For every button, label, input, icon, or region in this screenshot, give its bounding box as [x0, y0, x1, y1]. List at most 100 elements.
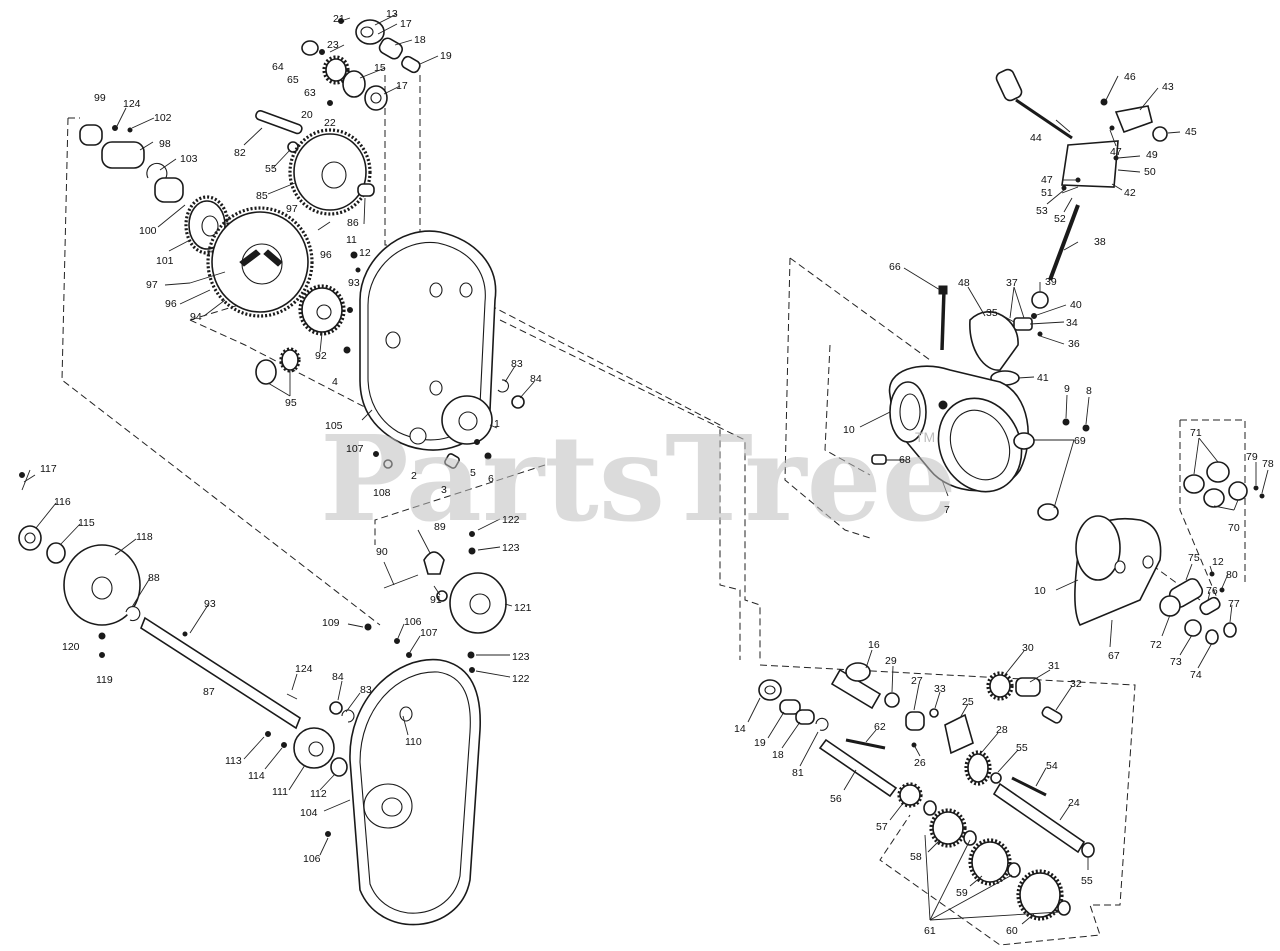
callout-124: 124	[295, 663, 313, 675]
callout-104: 104	[300, 807, 318, 819]
part-62-key	[845, 738, 886, 750]
callout-40: 40	[1070, 299, 1082, 311]
right-shift-lever-assembly	[995, 68, 1168, 337]
callout-62: 62	[874, 721, 886, 733]
part-80-pin	[1219, 587, 1225, 593]
callout-105: 105	[325, 420, 343, 432]
right-gearbox-housing-assembly	[871, 285, 1162, 627]
part-77-washer	[1223, 622, 1237, 638]
part-43-bracket	[1114, 105, 1153, 134]
callout-75: 75	[1188, 552, 1200, 564]
part-107-screw	[373, 451, 379, 457]
callout-121: 121	[514, 602, 532, 614]
callout-103: 103	[180, 153, 198, 165]
callout-119: 119	[96, 674, 113, 686]
callout-54: 54	[1046, 760, 1058, 772]
part-15-gear	[342, 70, 366, 98]
callout-49: 49	[1146, 149, 1158, 161]
part-56-shaft	[818, 738, 898, 798]
part-16-shift-fork	[830, 668, 882, 710]
callout-91: 91	[430, 594, 442, 606]
callout-107: 107	[346, 443, 364, 455]
callout-84: 84	[530, 373, 542, 385]
part-112-washer	[330, 757, 348, 777]
callout-24: 24	[1068, 797, 1080, 809]
part-102-pin	[127, 127, 133, 133]
callout-25: 25	[962, 696, 974, 708]
callout-100: 100	[139, 225, 157, 237]
watermark-text: PartsTree	[320, 409, 957, 548]
part-33-pin	[929, 708, 939, 718]
callout-22: 22	[324, 117, 336, 129]
callout-57: 57	[876, 821, 888, 833]
part-69-washer	[1013, 432, 1035, 450]
part-108-nut	[383, 459, 393, 469]
part-96-pin	[189, 271, 226, 284]
callout-11: 11	[346, 234, 357, 246]
part-114-washer	[281, 742, 287, 748]
callout-20: 20	[301, 109, 313, 121]
part-82-shaft	[255, 110, 303, 135]
callout-4: 4	[332, 376, 338, 388]
callout-108: 108	[373, 487, 391, 499]
part-72-bushing	[1159, 595, 1181, 617]
part-89-bracket	[423, 551, 445, 575]
part-27-bushing	[905, 711, 925, 731]
part-19-bushing	[779, 699, 801, 715]
part-84-lower-nut	[329, 701, 343, 715]
callout-96: 96	[165, 298, 177, 310]
part-66-dipstick	[940, 289, 946, 351]
part-35-bracket	[1013, 317, 1033, 331]
callout-32: 32	[1070, 678, 1082, 690]
callout-48: 48	[958, 277, 970, 289]
callout-30: 30	[1022, 642, 1034, 654]
callout-70: 70	[1228, 522, 1240, 534]
callout-81: 81	[792, 767, 804, 779]
callout-83: 83	[360, 684, 372, 696]
part-42-shift-plate	[1061, 140, 1119, 188]
part-39-knob	[1031, 291, 1049, 309]
callout-37: 37	[1006, 277, 1018, 289]
callout-27: 27	[911, 675, 923, 687]
callout-13: 13	[386, 8, 398, 20]
lower-left-chaincase-assembly	[18, 469, 507, 926]
part-20-pin	[327, 100, 333, 106]
callout-95: 95	[285, 397, 297, 409]
callout-106: 106	[404, 616, 422, 628]
callout-117: 117	[40, 463, 57, 475]
callout-122: 122	[512, 673, 530, 685]
part-12-pin	[1209, 571, 1215, 577]
part-74-washer	[1205, 629, 1219, 645]
part-8-plug	[1082, 424, 1090, 432]
callout-55: 55	[265, 163, 277, 175]
callout-10: 10	[1034, 585, 1046, 597]
callout-73: 73	[1170, 656, 1182, 668]
callout-47: 47	[1110, 146, 1122, 158]
part-81-ring	[815, 717, 829, 731]
part-87-axle-shaft	[140, 616, 301, 730]
part-59-gear	[971, 841, 1009, 883]
callout-8: 8	[1086, 385, 1092, 397]
part-3-fitting	[444, 453, 460, 469]
callout-69: 69	[1074, 435, 1086, 447]
callout-26: 26	[914, 757, 926, 769]
part-120-washer	[98, 632, 106, 640]
callout-89: 89	[434, 521, 446, 533]
callout-53: 53	[1036, 205, 1048, 217]
callout-44: 44	[1030, 132, 1042, 144]
callout-59: 59	[956, 887, 968, 899]
part-55-bearing	[287, 141, 299, 153]
callout-19: 19	[754, 737, 766, 749]
callout-1: 1	[494, 418, 500, 430]
part-12-screw	[355, 267, 361, 273]
callout-124: 124	[123, 98, 141, 110]
part-6-nut	[484, 452, 492, 460]
callout-12: 12	[359, 247, 371, 259]
callout-51: 51	[1041, 187, 1053, 199]
callout-97: 97	[286, 203, 298, 215]
part-11-screw	[350, 251, 358, 259]
part-106-lower-screw	[325, 831, 331, 837]
part-122-lower-screw	[469, 667, 475, 673]
callout-34: 34	[1066, 317, 1078, 329]
